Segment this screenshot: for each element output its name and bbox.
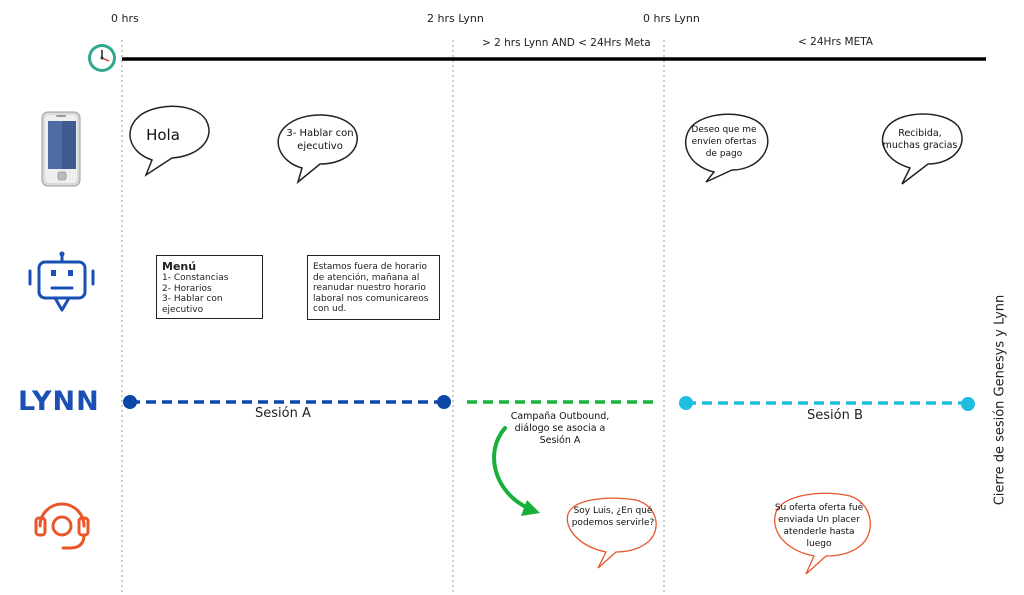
bubble-hola-text: Hola [146, 126, 180, 144]
bubble-hablar-text: 3- Hablar con ejecutivo [286, 128, 354, 152]
session-a-start-dot [123, 395, 137, 409]
bubble-hablar-shape [277, 114, 358, 185]
phone-icon [41, 111, 81, 187]
time-label-reset: 0 hrs Lynn [643, 12, 700, 25]
session-b-label: Sesión B [807, 408, 863, 423]
outbound-arrow [492, 426, 530, 510]
outbound-arrowhead [521, 500, 540, 516]
bubble-oferta-text: Su oferta oferta fué enviada Un placer a… [774, 503, 864, 549]
bubble-hola-shape [129, 105, 210, 177]
bubble-luis-shape [566, 497, 657, 569]
bubble-recibida-shape [881, 113, 963, 185]
session-close-label: Cierre de sesión Genesys y Lynn [992, 294, 1008, 506]
session-b-start-dot [679, 396, 693, 410]
range-label-a: > 2 hrs Lynn AND < 24Hrs Meta [482, 37, 651, 49]
bubble-deseo-text: Deseo que me envíen ofertas de pago [691, 125, 757, 159]
time-label-start: 0 hrs [111, 12, 139, 25]
session-a-end-dot [437, 395, 451, 409]
time-label-mid: 2 hrs Lynn [427, 12, 484, 25]
lynn-logo: LYNN [18, 386, 100, 417]
range-label-b: < 24Hrs META [798, 36, 873, 48]
session-a-label: Sesión A [255, 406, 311, 421]
bubble-deseo-shape [684, 113, 769, 183]
bot-icon [28, 251, 95, 312]
clock-icon [88, 44, 116, 72]
menu-item: 1- Constancias [162, 273, 229, 283]
bubble-recibida-text: Recibida, muchas gracias [882, 128, 958, 151]
menu-item: 2- Horarios [162, 283, 212, 294]
session-b-end-dot [961, 397, 975, 411]
menu-item: 3- Hablar con ejecutivo [162, 294, 223, 315]
bot-fuera-horario-box: Estamos fuera de horario de atención, ma… [307, 255, 440, 320]
outbound-label: Campaña Outbound, diálogo se asocia a Se… [510, 411, 610, 446]
bubble-oferta-shape [774, 492, 871, 575]
menu-title: Menú [162, 260, 197, 273]
bubble-luis-text: Soy Luis, ¿En qué podemos servirle? [571, 506, 655, 528]
headset-icon [34, 502, 90, 550]
bot-menu-box: Menú 1- Constancias 2- Horarios 3- Habla… [156, 255, 263, 319]
fuera-horario-text: Estamos fuera de horario de atención, ma… [313, 262, 429, 314]
